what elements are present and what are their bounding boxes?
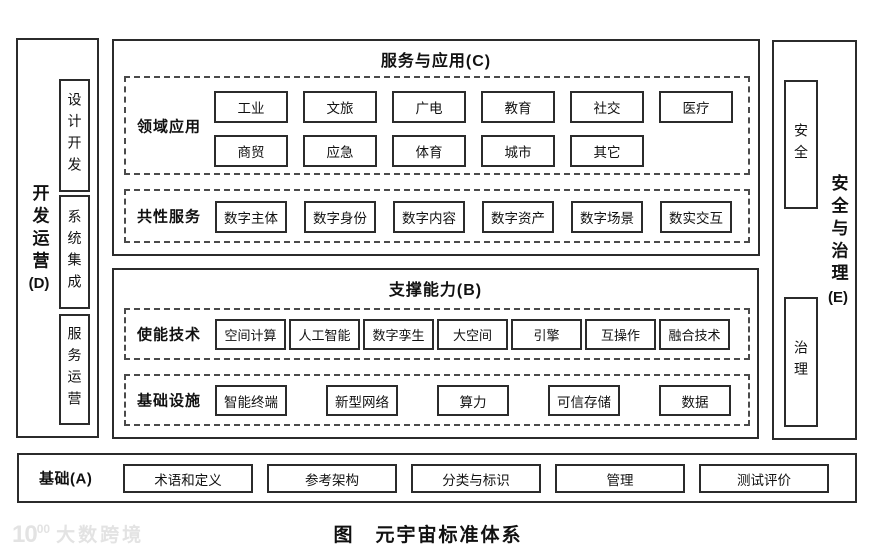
- security-governance-label-suffix: (E): [828, 288, 848, 306]
- infrastructure-row: 智能终端 新型网络 算力 可信存储 数据: [126, 385, 731, 416]
- spatial-computing-box: 空间计算: [215, 319, 286, 350]
- enabling-technology-row: 空间计算 人工智能 数字孪生 大空间 引擎 互操作 融合技术: [126, 319, 730, 350]
- foundation-label: 基础(A): [39, 470, 93, 488]
- service-operation-label: 服务运营: [66, 326, 83, 413]
- common-service-group: 共性服务 数字主体 数字身份 数字内容 数字资产 数字场景 数实交互: [124, 189, 750, 243]
- management-box: 管理: [555, 464, 685, 493]
- support-capability-title: 支撑能力(B): [388, 282, 483, 299]
- watermark-logo-icon: 1000: [12, 521, 51, 548]
- service-application-title: 服务与应用(C): [380, 53, 492, 70]
- common-service-label: 共性服务: [137, 208, 202, 226]
- security-governance-bar: 安全与治理 (E) 安全 治理: [772, 40, 857, 440]
- security-governance-label-chars: 安全与治理: [828, 174, 848, 287]
- reference-architecture-box: 参考架构: [267, 464, 397, 493]
- security-governance-label: 安全与治理 (E): [821, 42, 855, 438]
- domain-application-row-1: 工业 文旅 广电 教育 社交 医疗: [126, 91, 733, 123]
- interoperability-box: 互操作: [585, 319, 656, 350]
- digital-scene-box: 数字场景: [571, 201, 643, 233]
- digital-asset-box: 数字资产: [482, 201, 554, 233]
- security-box: 安全: [784, 80, 818, 209]
- figure-caption: 图 元宇宙标准体系: [333, 525, 523, 546]
- design-dev-box: 设计开发: [59, 79, 90, 192]
- dev-operation-bar: 开发运营 (D) 设计开发 系统集成 服务运营: [16, 38, 99, 438]
- watermark-name: 大数跨境: [56, 525, 145, 546]
- design-dev-label: 设计开发: [66, 92, 83, 179]
- service-application-section: 服务与应用(C) 领域应用 工业 文旅 广电 教育 社交 医疗 商贸 应急 体育…: [112, 39, 760, 256]
- classification-identification-box: 分类与标识: [411, 464, 541, 493]
- emergency-box: 应急: [303, 135, 377, 167]
- sports-box: 体育: [392, 135, 466, 167]
- large-space-box: 大空间: [437, 319, 508, 350]
- dev-operation-label: 开发运营 (D): [20, 40, 58, 436]
- enabling-technology-label: 使能技术: [137, 326, 202, 344]
- support-capability-section: 支撑能力(B) 使能技术 空间计算 人工智能 数字孪生 大空间 引擎 互操作 融…: [112, 268, 759, 439]
- industry-box: 工业: [214, 91, 288, 123]
- dev-operation-label-suffix: (D): [28, 275, 50, 293]
- new-network-box: 新型网络: [326, 385, 398, 416]
- computing-power-box: 算力: [437, 385, 509, 416]
- infrastructure-label: 基础设施: [137, 392, 202, 410]
- enabling-technology-group: 使能技术 空间计算 人工智能 数字孪生 大空间 引擎 互操作 融合技术: [124, 308, 750, 360]
- artificial-intelligence-box: 人工智能: [289, 319, 360, 350]
- medical-box: 医疗: [659, 91, 733, 123]
- terms-definitions-box: 术语和定义: [123, 464, 253, 493]
- fusion-technology-box: 融合技术: [659, 319, 730, 350]
- others-box: 其它: [570, 135, 644, 167]
- trusted-storage-box: 可信存储: [548, 385, 620, 416]
- testing-evaluation-box: 测试评价: [699, 464, 829, 493]
- data-box: 数据: [659, 385, 731, 416]
- digital-real-interaction-box: 数实交互: [660, 201, 732, 233]
- engine-box: 引擎: [511, 319, 582, 350]
- infrastructure-group: 基础设施 智能终端 新型网络 算力 可信存储 数据: [124, 374, 750, 426]
- domain-application-group: 领域应用 工业 文旅 广电 教育 社交 医疗 商贸 应急 体育 城市 其它: [124, 76, 750, 175]
- digital-content-box: 数字内容: [393, 201, 465, 233]
- foundation-section: 基础(A) 术语和定义 参考架构 分类与标识 管理 测试评价: [17, 453, 857, 503]
- education-box: 教育: [481, 91, 555, 123]
- dev-operation-label-chars: 开发运营: [29, 183, 49, 274]
- digital-subject-box: 数字主体: [215, 201, 287, 233]
- domain-application-row-2: 商贸 应急 体育 城市 其它: [126, 135, 644, 167]
- service-operation-box: 服务运营: [59, 314, 90, 425]
- social-box: 社交: [570, 91, 644, 123]
- broadcasting-box: 广电: [392, 91, 466, 123]
- watermark: 1000 大数跨境: [12, 518, 145, 548]
- foundation-row: 术语和定义 参考架构 分类与标识 管理 测试评价: [19, 464, 829, 493]
- domain-application-label: 领域应用: [137, 118, 202, 135]
- smart-terminal-box: 智能终端: [215, 385, 287, 416]
- security-label: 安全: [793, 122, 809, 167]
- digital-twin-box: 数字孪生: [363, 319, 434, 350]
- culture-tourism-box: 文旅: [303, 91, 377, 123]
- governance-box: 治理: [784, 297, 818, 427]
- digital-identity-box: 数字身份: [304, 201, 376, 233]
- common-service-row: 数字主体 数字身份 数字内容 数字资产 数字场景 数实交互: [126, 201, 732, 233]
- system-integration-box: 系统集成: [59, 195, 90, 309]
- city-box: 城市: [481, 135, 555, 167]
- system-integration-label: 系统集成: [66, 208, 83, 296]
- commerce-box: 商贸: [214, 135, 288, 167]
- governance-label: 治理: [793, 340, 809, 384]
